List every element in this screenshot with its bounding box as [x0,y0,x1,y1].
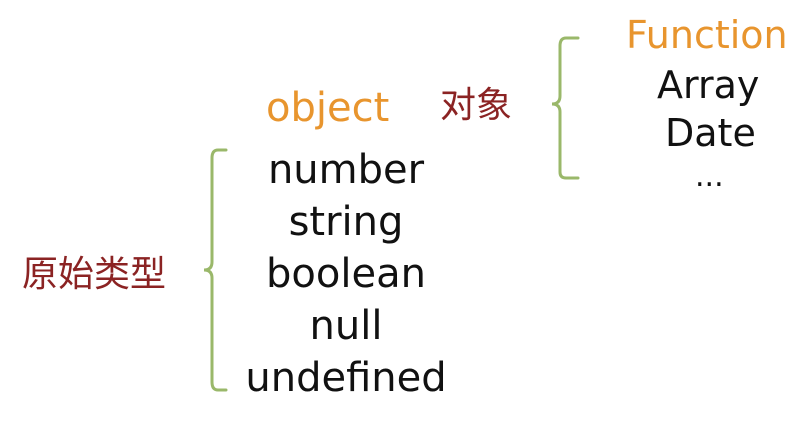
date-type-label: Date [665,111,756,155]
primitive-item-number: number [267,147,425,193]
more-types-ellipsis: ... [695,159,724,194]
object-type-label: object [266,85,390,131]
array-type-label: Array [657,63,760,107]
primitive-item-boolean: boolean [266,251,426,297]
object-brace-path [551,36,580,180]
primitive-item-string: string [288,199,404,245]
primitive-category-label: 原始类型 [22,254,167,295]
object-category-label: 对象 [440,85,513,126]
primitive-brace-path [203,148,228,392]
primitive-item-null: null [309,303,383,349]
function-type-label: Function [626,13,788,57]
primitive-item-undefined: undefined [245,355,447,401]
